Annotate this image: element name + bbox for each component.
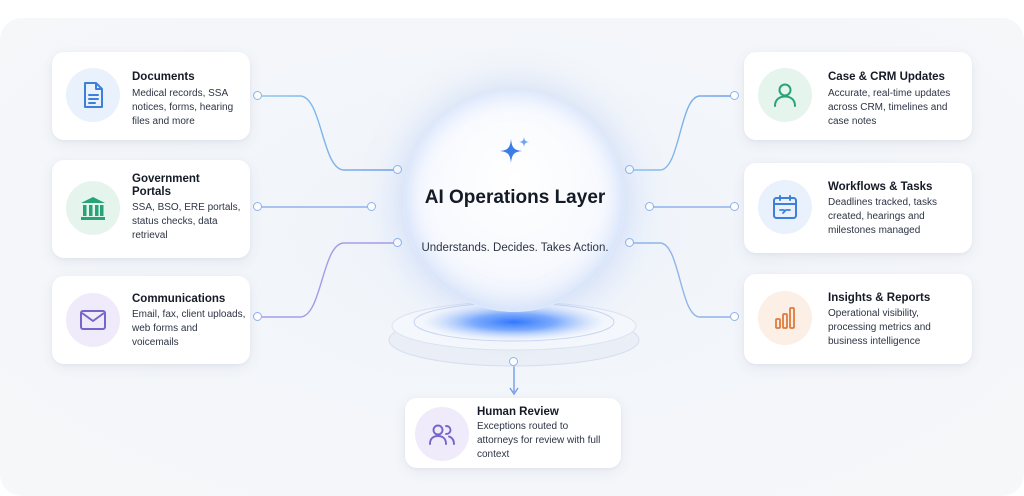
dot-insights [730,312,739,321]
bar-chart-icon [758,291,812,345]
dot-orb-right-bottom [625,238,634,247]
dot-crm [730,91,739,100]
output-description: Deadlines tracked, tasks created, hearin… [828,197,937,236]
input-title: Communications [132,293,226,305]
output-description: Accurate, real-time updates across CRM, … [828,88,951,127]
ai-operations-orb [403,90,625,312]
input-description: SSA, BSO, ERE portals, status checks, da… [132,202,241,241]
dot-documents [253,91,262,100]
dot-orb-left-bottom [393,238,402,247]
output-card-insights-reports: Insights & Reports Operational visibilit… [744,274,972,364]
output-description: Operational visibility, processing metri… [828,308,931,347]
envelope-icon [66,293,120,347]
calendar-icon [758,180,812,234]
output-title: Workflows & Tasks [828,181,933,193]
input-card-government-portals: Government Portals SSA, BSO, ERE portals… [52,160,250,258]
users-icon [415,407,469,461]
dot-portals [253,202,262,211]
dot-review [509,357,518,366]
input-title: Government Portals [132,173,200,198]
input-description: Email, fax, client uploads, web forms an… [132,309,246,348]
output-card-case-crm-updates: Case & CRM Updates Accurate, real-time u… [744,52,972,140]
sparkle-icon [496,136,530,164]
center-subtitle: Understands. Decides. Takes Action. [421,242,609,254]
input-title: Documents [132,71,195,83]
dot-orb-left-mid [367,202,376,211]
review-description: Exceptions routed to attorneys for revie… [477,421,601,460]
document-icon [66,68,120,122]
center-title: AI Operations Layer [424,187,606,208]
dot-orb-left-top [393,165,402,174]
dot-orb-right-top [625,165,634,174]
user-icon [758,68,812,122]
input-description: Medical records, SSA notices, forms, hea… [132,88,234,127]
dot-communications [253,312,262,321]
output-title: Insights & Reports [828,292,931,304]
review-title: Human Review [477,406,559,418]
dot-workflows [730,202,739,211]
government-building-icon [66,181,120,235]
output-title: Case & CRM Updates [828,71,945,83]
input-card-communications: Communications Email, fax, client upload… [52,276,250,364]
dot-orb-right-mid [645,202,654,211]
output-card-workflows-tasks: Workflows & Tasks Deadlines tracked, tas… [744,163,972,253]
review-card-human-review: Human Review Exceptions routed to attorn… [405,398,621,468]
input-card-documents: Documents Medical records, SSA notices, … [52,52,250,140]
